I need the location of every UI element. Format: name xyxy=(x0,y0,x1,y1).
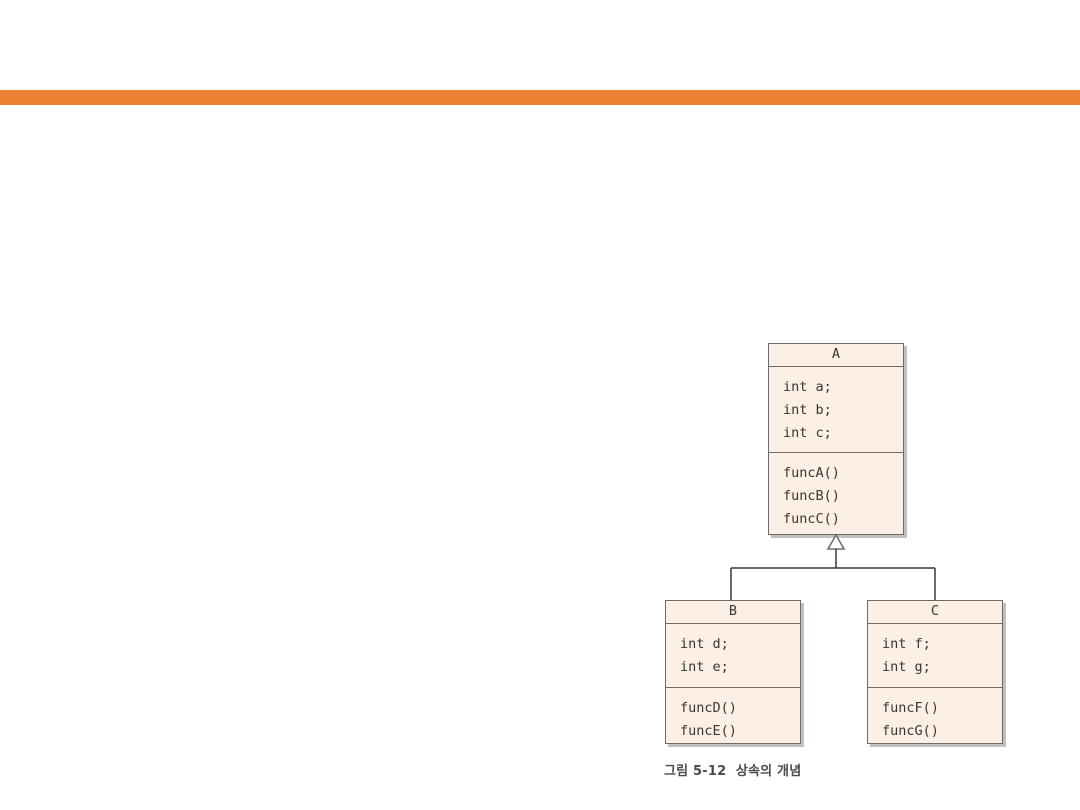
uml-class-b[interactable]: B int d; int e; funcD() funcE() xyxy=(665,600,801,744)
class-a-operation: funcA() xyxy=(783,465,840,481)
class-b-name: B xyxy=(728,603,738,620)
generalization-arrowhead-icon xyxy=(826,533,846,550)
class-a-operations: funcA() funcB() funcC() xyxy=(769,453,903,533)
class-b-operation: funcD() xyxy=(680,700,737,716)
class-c-operation: funcF() xyxy=(882,700,939,716)
uml-class-a[interactable]: A int a; int b; int c; funcA() funcB() f… xyxy=(768,343,904,535)
class-b-operations: funcD() funcE() xyxy=(666,688,800,743)
class-c-name: C xyxy=(930,603,940,620)
uml-class-c[interactable]: C int f; int g; funcF() funcG() xyxy=(867,600,1003,744)
class-a-attribute: int b; xyxy=(783,402,832,418)
class-a-attributes: int a; int b; int c; xyxy=(769,367,903,453)
class-a-operation: funcB() xyxy=(783,488,840,504)
class-a-operation: funcC() xyxy=(783,511,840,527)
class-c-attribute: int f; xyxy=(882,636,931,652)
class-a-attribute: int a; xyxy=(783,379,832,395)
class-c-operation: funcG() xyxy=(882,723,939,739)
class-b-name-compartment: B xyxy=(666,601,800,624)
class-a-name-compartment: A xyxy=(769,344,903,367)
class-c-attribute: int g; xyxy=(882,659,931,675)
class-b-attribute: int e; xyxy=(680,659,729,675)
class-b-attributes: int d; int e; xyxy=(666,624,800,688)
generalization-connector xyxy=(730,533,936,601)
class-b-operation: funcE() xyxy=(680,723,737,739)
class-b-attribute: int d; xyxy=(680,636,729,652)
class-a-attribute: int c; xyxy=(783,425,832,441)
class-c-name-compartment: C xyxy=(868,601,1002,624)
class-c-operations: funcF() funcG() xyxy=(868,688,1002,743)
figure-caption: 그림 5-12 상속의 개념 xyxy=(664,764,802,779)
page-header-rule xyxy=(0,90,1080,105)
class-a-name: A xyxy=(831,346,841,363)
class-c-attributes: int f; int g; xyxy=(868,624,1002,688)
